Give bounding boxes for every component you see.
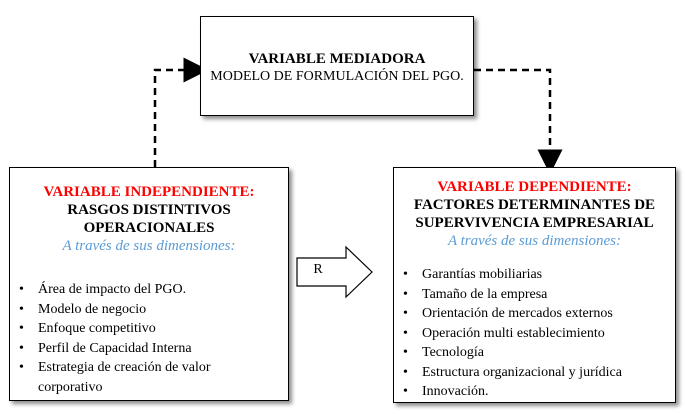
bullet-icon: • xyxy=(403,267,408,282)
independent-dimensions-list: • Área de impacto del PGO. • Modelo de neg… xyxy=(10,280,288,397)
bullet-icon: • xyxy=(403,364,408,380)
list-item: • Orientación de mercados externos xyxy=(394,304,675,324)
independent-variable-box: VARIABLE INDEPENDIENTE: RASGOS DISTINTIV… xyxy=(9,167,289,401)
mediator-variable-box: VARIABLE MEDIADORA MODELO DE FORMULACIÓN… xyxy=(200,16,474,116)
list-item-text: Modelo de negocio xyxy=(38,301,147,317)
list-item-text: Innovación. xyxy=(422,384,489,399)
list-item-text: Perfil de Capacidad Interna xyxy=(38,340,192,356)
relation-arrow-label: R xyxy=(313,262,323,277)
list-item: • Estructura organizacional y jurídica xyxy=(394,363,675,383)
list-item: • Enfoque competitivo xyxy=(10,319,288,339)
list-item-text-continuation: corporativo xyxy=(38,379,103,395)
bullet-icon: • xyxy=(403,384,408,399)
bullet-icon: • xyxy=(403,345,408,360)
independent-name-line: RASGOS DISTINTIVOS xyxy=(67,202,231,218)
bullet-icon: • xyxy=(19,340,24,356)
list-item: • Perfil de Capacidad Interna xyxy=(10,339,288,359)
list-item: • Tamaño de la empresa xyxy=(394,285,675,305)
list-item-text: Área de impacto del PGO. xyxy=(38,282,187,297)
dependent-variable-box: VARIABLE DEPENDIENTE: FACTORES DETERMINA… xyxy=(393,167,676,403)
list-item-text: Orientación de mercados externos xyxy=(422,306,613,321)
bullet-icon: • xyxy=(403,286,408,302)
dependent-heading: VARIABLE DEPENDIENTE: xyxy=(437,179,632,195)
mediator-subtitle: MODELO DE FORMULACIÓN DEL PGO. xyxy=(210,69,464,84)
list-item: • Tecnología xyxy=(394,343,675,363)
bullet-icon: • xyxy=(19,321,24,336)
dependent-name-line: FACTORES DETERMINANTES DE xyxy=(413,197,656,213)
dashed-connector-mediator-to-dependent xyxy=(474,68,563,175)
mediator-title: VARIABLE MEDIADORA xyxy=(248,51,426,67)
independent-dimensions-label: A través de sus dimensiones: xyxy=(62,238,236,254)
independent-heading: VARIABLE INDEPENDIENTE: xyxy=(43,184,255,200)
list-item-text: Tecnología xyxy=(422,345,484,360)
dependent-dimensions-list: • Garantías mobiliarias • Tamaño de la emp… xyxy=(394,265,675,402)
bullet-icon: • xyxy=(403,325,408,341)
bullet-icon: • xyxy=(403,306,408,321)
list-item: • Área de impacto del PGO. xyxy=(10,280,288,300)
list-item: • Estrategia de creación de valor corporat… xyxy=(10,358,288,397)
list-item-text: Estructura organizacional y jurídica xyxy=(422,364,622,380)
list-item: • Garantías mobiliarias xyxy=(394,265,675,285)
list-item-text: Enfoque competitivo xyxy=(38,321,156,336)
list-item-text: Tamaño de la empresa xyxy=(422,286,548,302)
bullet-icon: • xyxy=(19,301,24,317)
bullet-icon: • xyxy=(19,360,24,375)
list-item-text: Estrategia de creación de valor xyxy=(38,360,211,375)
dependent-name-line: SUPERVIVENCIA EMPRESARIAL xyxy=(415,215,654,231)
independent-name-line: OPERACIONALES xyxy=(83,220,215,236)
list-item-text: Garantías mobiliarias xyxy=(422,267,543,282)
list-item-text: Operación multi establecimiento xyxy=(422,325,605,341)
bullet-icon: • xyxy=(19,282,24,297)
list-item: • Operación multi establecimiento xyxy=(394,324,675,344)
dependent-dimensions-label: A través de sus dimensiones: xyxy=(447,233,622,249)
list-item: • Innovación. xyxy=(394,382,675,402)
relation-block-arrow xyxy=(296,245,373,299)
list-item: • Modelo de negocio xyxy=(10,300,288,320)
dashed-connector-independent-to-mediator xyxy=(153,57,209,167)
